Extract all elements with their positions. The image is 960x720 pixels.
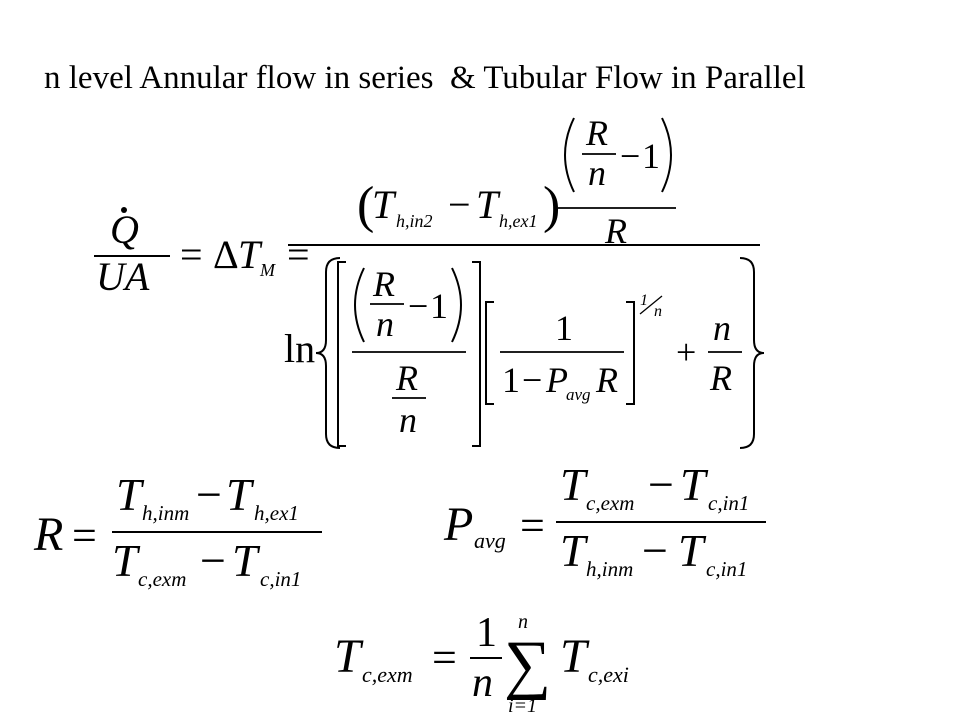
- p-den-t1: T: [560, 525, 589, 576]
- den-frac-one-b: 1: [502, 360, 520, 400]
- num-open-paren: (: [357, 177, 374, 234]
- r-num-t2-sub: h,ex1: [254, 501, 299, 525]
- den-inner-one: 1: [430, 286, 448, 326]
- p-den-minus: −: [642, 525, 668, 576]
- num-inner-one: 1: [642, 136, 660, 176]
- den-bracket2-close: [626, 301, 635, 405]
- tc-term: T: [560, 630, 590, 683]
- den-frac-r: R: [595, 360, 618, 400]
- num-t1: T: [372, 182, 397, 227]
- exp-num: 1: [640, 292, 648, 309]
- num-t1-sub: h,in2: [396, 211, 433, 231]
- p-num-t2-sub: c,in1: [708, 491, 749, 515]
- lhs-denominator: UA: [96, 254, 150, 299]
- p-num-t2: T: [680, 459, 709, 510]
- den-tail-r: R: [709, 358, 732, 398]
- den-inner-close-paren: [451, 267, 462, 343]
- equals-1: =: [180, 232, 203, 277]
- r-num-t1: T: [116, 469, 145, 520]
- r-num-t2: T: [226, 469, 255, 520]
- equation-delta-tm: Q UA = Δ T M = ( T h,in2 − T h,ex1 ) R n: [94, 113, 765, 449]
- num-inner-close-paren: [661, 117, 672, 193]
- r-num-minus: −: [196, 469, 222, 520]
- tc-frac-num: 1: [476, 610, 497, 656]
- equation-p-avg: P avg = T c,exm − T c,in1 T h,inm − T c,…: [443, 459, 766, 581]
- tc-lhs-sub: c,exm: [362, 662, 413, 687]
- r-lhs: R: [33, 508, 63, 561]
- p-num-minus: −: [648, 459, 674, 510]
- p-num-t1-sub: c,exm: [586, 491, 634, 515]
- equals-2: =: [287, 232, 310, 277]
- den-frac-one: 1: [555, 308, 573, 348]
- den-close-brace: [739, 257, 765, 449]
- delta-symbol: Δ: [213, 232, 239, 277]
- t-subscript: M: [259, 260, 276, 280]
- p-den-t2: T: [678, 525, 707, 576]
- p-den-t2-sub: c,in1: [706, 557, 747, 581]
- r-den-t2: T: [232, 535, 261, 586]
- num-t2-sub: h,ex1: [499, 211, 537, 231]
- tc-sum-upper: n: [518, 611, 528, 633]
- exp-slash: [639, 295, 663, 315]
- num-t2: T: [476, 182, 501, 227]
- tc-sum-lower: i=1: [508, 695, 537, 717]
- num-inner-r: R: [585, 113, 608, 153]
- r-den-minus: −: [200, 535, 226, 586]
- num-close-paren: ): [543, 177, 560, 234]
- p-lhs: P: [443, 498, 473, 551]
- p-num-t1: T: [560, 459, 589, 510]
- den-frac-p-sub: avg: [566, 385, 591, 404]
- den-bracket1-open: [337, 261, 346, 447]
- den-open-brace: [315, 257, 341, 449]
- r-den-t1-sub: c,exm: [138, 567, 186, 591]
- tc-frac-den: n: [472, 660, 493, 706]
- den-inner-r: R: [372, 264, 395, 304]
- den-bracket1-close: [472, 261, 481, 447]
- den-inner-minus: −: [408, 286, 428, 326]
- tc-lhs: T: [334, 630, 364, 683]
- den-tail-n: n: [713, 308, 731, 348]
- r-num-t1-sub: h,inm: [142, 501, 189, 525]
- den-inner-open-paren: [354, 267, 365, 343]
- p-lhs-sub: avg: [474, 528, 506, 553]
- slide-title: n level Annular flow in series & Tubular…: [44, 60, 806, 96]
- r-den-t1: T: [112, 535, 141, 586]
- den-lower-r: R: [395, 358, 418, 398]
- tc-equals: =: [432, 633, 457, 682]
- t-symbol: T: [238, 232, 263, 277]
- tc-sigma: ∑: [504, 628, 551, 701]
- num-inner-minus: −: [620, 136, 640, 176]
- den-plus: +: [676, 332, 696, 372]
- r-den-t2-sub: c,in1: [260, 567, 301, 591]
- den-frac-minus: −: [522, 360, 542, 400]
- num-minus: −: [448, 182, 471, 227]
- r-equals: =: [72, 511, 97, 560]
- q-dot: [121, 207, 127, 213]
- tc-term-sub: c,exi: [588, 662, 629, 687]
- equation-r: R = T h,inm − T h,ex1 T c,exm − T c,in1: [33, 469, 322, 591]
- num-inner-den-r: R: [604, 211, 627, 251]
- den-inner-n: n: [376, 304, 394, 344]
- den-bracket2-open: [485, 301, 494, 405]
- ln: ln: [284, 326, 315, 371]
- p-equals: =: [520, 501, 545, 550]
- lhs-numerator: Q: [110, 207, 139, 252]
- exp-den: n: [654, 303, 662, 320]
- p-den-t1-sub: h,inm: [586, 557, 633, 581]
- den-lower-n: n: [399, 400, 417, 440]
- num-inner-open-paren: [564, 117, 575, 193]
- num-inner-n: n: [588, 153, 606, 193]
- den-frac-p: P: [545, 360, 568, 400]
- equation-tc-exm: T c,exm = 1 n n ∑ i=1 T c,exi: [334, 610, 629, 717]
